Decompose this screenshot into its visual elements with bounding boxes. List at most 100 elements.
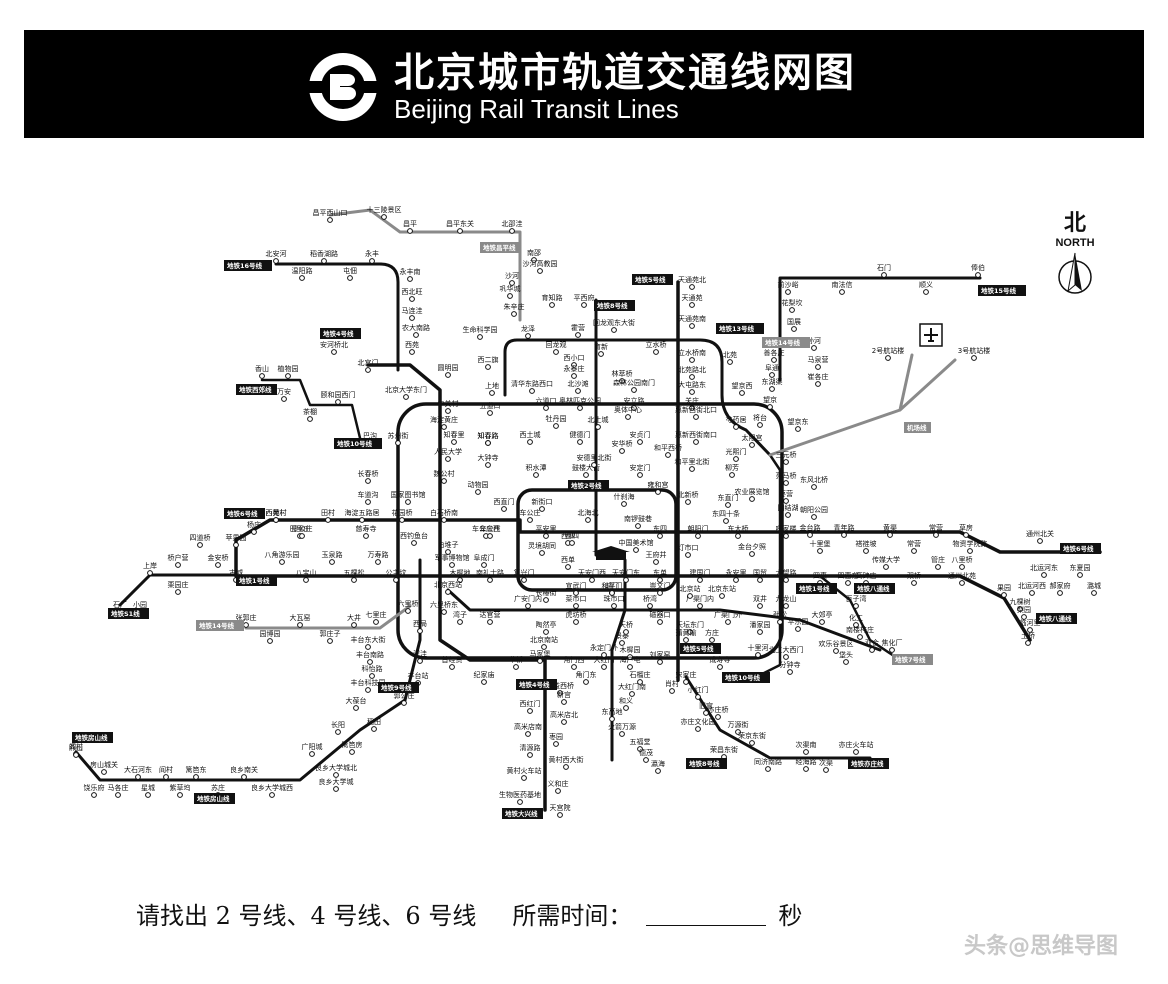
station-name[interactable]: 丰台南路 [356,650,384,659]
station-name[interactable]: 朝阳门 [688,524,709,533]
station-name[interactable]: 褡裢坡 [856,539,877,548]
station-name[interactable]: 常营 [907,539,921,548]
station-name[interactable]: 慈寿寺 [356,524,377,533]
station-name[interactable]: 东湖渠 [762,377,783,386]
station-name[interactable]: 郝家府 [1050,581,1071,590]
station-name[interactable]: 紫草坞 [170,783,191,792]
station-name[interactable]: 劲松 [773,610,787,619]
station-name[interactable]: 荣京东街 [738,731,766,740]
station-name[interactable]: 古城 [229,568,243,577]
station-name[interactable]: 永丰 [365,249,379,258]
station-name[interactable]: 角门东 [576,670,597,679]
station-name[interactable]: 昌平 [403,220,417,228]
station-name[interactable]: 陶然亭 [536,620,557,629]
station-name[interactable]: 苹果园 [226,533,247,542]
station-name[interactable]: 3号航站楼 [958,346,990,355]
station-name[interactable]: 成寿寺 [710,655,731,664]
station-name[interactable]: 亦庄桥 [708,705,729,714]
station-name[interactable]: 四惠 [813,571,827,580]
station-name[interactable]: 茶棚 [303,407,317,416]
station-name[interactable]: 菜市口 [566,594,587,603]
station-name[interactable]: 西局 [413,620,427,628]
station-name[interactable]: 马泉营 [808,355,829,364]
station-name[interactable]: 屯佃 [343,266,357,275]
station-name[interactable]: 万源街 [728,720,749,729]
station-name[interactable]: 张郭庄 [236,613,257,622]
station-name[interactable]: 崔各庄 [808,372,829,381]
station-name[interactable]: 复兴门 [514,568,535,577]
station-name[interactable]: 肖村 [665,679,679,688]
station-name[interactable]: 广阳城 [302,742,323,751]
station-name[interactable]: 望京东 [788,417,809,426]
line-label-l16[interactable]: 地铁16号线 [224,260,272,271]
station-name[interactable]: 车道沟 [358,490,379,499]
line-label-l1[interactable]: 地铁1号线 [236,575,277,586]
station-name[interactable]: 方庄 [705,628,719,637]
station-name[interactable]: 永安里 [726,568,747,577]
station-name[interactable]: 农大南路 [402,323,430,332]
station-name[interactable]: 桥户营 [168,553,189,562]
station-name[interactable]: 安河桥北 [320,340,348,349]
station-name[interactable]: 稻田 [367,717,381,726]
line-label-l10s[interactable]: 地铁10号线 [722,672,770,683]
station-name[interactable]: 果园 [997,584,1011,592]
station-name[interactable]: 和平西桥 [654,443,682,452]
station-name[interactable]: 西苑村 [266,508,287,517]
station-name[interactable]: 广渠门内 [686,594,714,603]
station-name[interactable]: 德茂 [639,748,653,757]
station-name[interactable]: 欢乐谷景区 [819,639,854,648]
station-name[interactable]: 丰台东大街 [351,635,386,644]
station-name[interactable]: 南邵 [527,248,541,257]
station-name[interactable]: 宣武门 [566,581,587,590]
line-label-l8[interactable]: 地铁8号线 [594,300,635,311]
station-name[interactable]: 育新 [594,342,608,351]
station-name[interactable]: 传媒大学 [872,555,900,564]
station-name[interactable]: 西单 [561,555,575,564]
line-label-l4[interactable]: 地铁4号线 [320,328,361,339]
station-name[interactable]: 安定门 [630,463,651,472]
line-label-l14w[interactable]: 地铁14号线 [196,620,244,631]
station-name[interactable]: 潞城 [1087,581,1101,590]
line-label-ljc[interactable]: 机场线 [904,422,931,433]
station-name[interactable]: 鼓楼大街 [572,463,600,472]
station-name[interactable]: 篱笆房 [342,740,363,749]
station-name[interactable]: 大石河东 [124,765,152,774]
station-name[interactable]: 知春里 [444,430,465,439]
station-name[interactable]: 清华东路西口 [511,379,553,388]
station-name[interactable]: 顺义 [919,281,933,289]
station-name[interactable]: 阎村 [69,742,83,751]
line-label-l10[interactable]: 地铁10号线 [334,438,382,449]
station-name[interactable]: 良乡南关 [230,765,258,774]
station-name[interactable]: 东大桥 [728,524,749,533]
station-name[interactable]: 永泰庄 [564,364,585,373]
station-name[interactable]: 人民大学 [434,447,462,456]
station-name[interactable]: 常营 [929,523,943,532]
station-name[interactable]: 北安河 [266,249,287,258]
station-name[interactable]: 南锣鼓巷 [624,514,652,523]
station-name[interactable]: 马各庄 [108,783,129,792]
station-name[interactable]: 西四 [565,532,579,540]
station-name[interactable]: 昌平东关 [446,219,474,228]
station-name[interactable]: 四道桥 [190,533,211,542]
station-name[interactable]: 五道口 [480,401,501,410]
station-name[interactable]: 阜通 [765,363,779,372]
station-name[interactable]: 北土城 [588,415,609,424]
station-name[interactable]: 和平门 [602,581,623,590]
station-name[interactable]: 北京大学东门 [385,385,427,394]
station-name[interactable]: 惠新西街南口 [675,430,717,439]
station-name[interactable]: 东风北桥 [800,475,828,484]
station-name[interactable]: 积水潭 [526,463,547,472]
station-name[interactable]: 天通苑北 [678,275,706,284]
station-name[interactable]: 北京西站 [434,580,462,589]
station-name[interactable]: 南礼士路 [476,568,504,577]
station-name[interactable]: 五福堂 [630,737,651,746]
station-name[interactable]: 朱辛庄 [504,302,525,311]
station-name[interactable]: 石厂 [113,601,127,609]
station-name[interactable]: 双桥 [907,571,921,580]
station-name[interactable]: 十三陵景区 [367,205,402,214]
station-name[interactable]: 六里桥 [398,599,419,608]
station-name[interactable]: 丰台站 [408,671,429,680]
line-label-l8s[interactable]: 地铁8号线 [686,758,727,769]
station-name[interactable]: 荣昌东街 [710,745,738,754]
station-name[interactable]: 东四十条 [712,509,740,518]
